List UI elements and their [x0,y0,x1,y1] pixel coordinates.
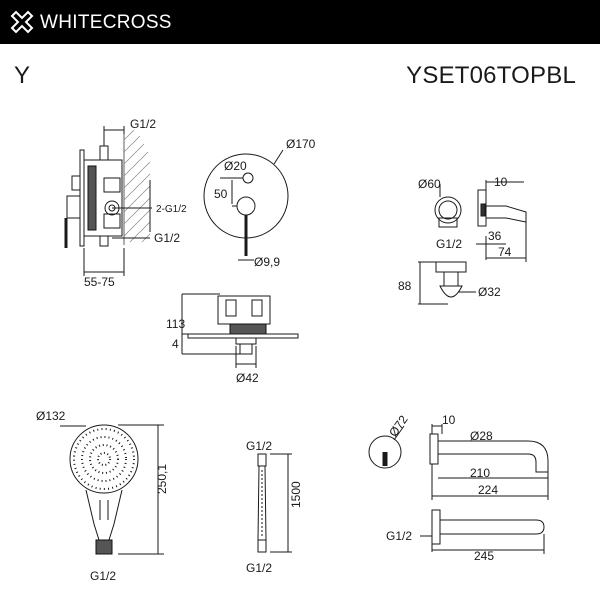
cover-plate-front [203,149,289,261]
whitecross-logo-icon [10,10,34,34]
mixer-bottom-thread-label: G1/2 [154,231,180,245]
wall-hatch [123,129,151,245]
series-title: Y [14,62,31,89]
lever-diameter-label: Ø9,9 [254,255,280,269]
spout-reach-label: 210 [470,466,490,480]
spout-flange-label: 10 [442,413,456,427]
mixer-side-thread-label: 2-G1/2 [156,204,187,215]
hand-shower-view [60,424,164,555]
spout-tube-diameter-label: Ø28 [470,429,493,443]
brand-name: WHITECROSS [40,12,172,33]
hose-top-thread-label: G1/2 [246,439,272,453]
holder-depth-top-label: 10 [494,175,508,189]
head-diameter-label: Ø132 [36,409,66,423]
body-diameter-label: Ø42 [236,371,259,385]
spout-flange-diameter-label: Ø72 [386,412,411,439]
handle-diameter-label: Ø20 [224,159,247,173]
spout-thread-label: G1/2 [386,529,412,543]
holder-cup-diameter-label: Ø32 [478,285,501,299]
brand-header: WHITECROSS [0,0,600,44]
mixer-top-thread-label: G1/2 [130,117,156,131]
hose-view [257,453,292,553]
hose-bottom-thread-label: G1/2 [246,561,272,575]
handle-offset-label: 50 [214,187,228,201]
hose-length-label: 1500 [289,481,303,508]
model-code: YSET06TOPBL [406,62,576,89]
spout-length-label: 224 [478,483,498,497]
holder-depth-mid-label: 36 [488,229,502,243]
shower-thread-label: G1/2 [90,569,116,583]
holder-height-label: 88 [398,279,412,293]
mixer-side-view [64,126,152,276]
holder-thread-label: G1/2 [436,237,462,251]
plate-thickness-label: 4 [172,337,179,351]
wall-holder-view [418,180,527,305]
mixer-box-view [181,293,299,368]
bath-spout-view [368,424,549,554]
holder-depth-total-label: 74 [498,245,512,259]
plate-diameter-label: Ø170 [286,137,316,151]
box-height-label: 113 [166,317,185,331]
shower-length-label: 250,1 [155,464,169,494]
holder-flange-diameter-label: Ø60 [418,177,441,191]
spout-total-label: 245 [474,549,494,563]
mixer-depth-label: 55-75 [84,275,115,289]
